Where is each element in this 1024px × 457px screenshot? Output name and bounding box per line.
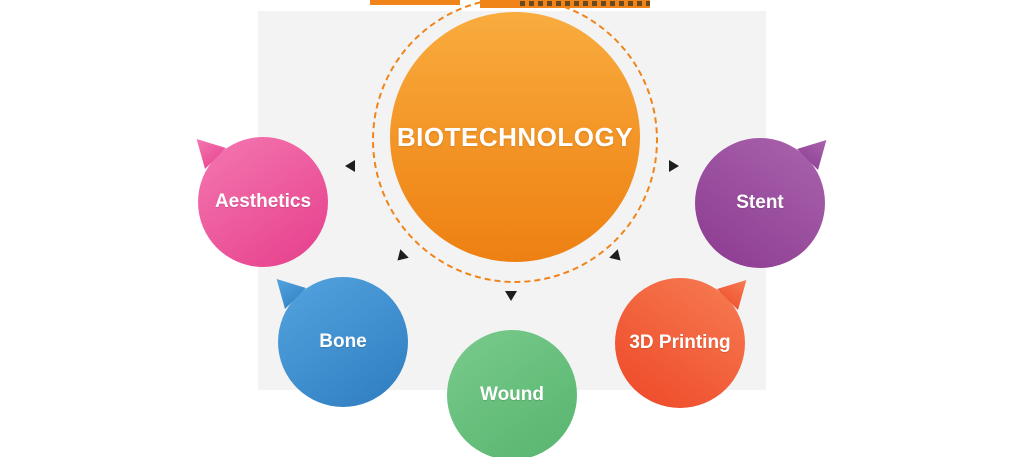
node-label: Aesthetics [214,191,312,212]
node-aesthetics: Aesthetics [196,137,328,267]
arrow-down-icon [505,291,517,301]
arrow-right-icon [669,160,679,172]
node-3d-printing: 3D Printing [615,278,747,408]
dashed-ring [372,0,658,283]
node-tail [797,140,827,170]
node-label: 3D Printing [629,332,731,353]
node-label: Wound [479,384,544,405]
node-wound: Wound [447,330,577,457]
center-node-label: BIOTECHNOLOGY [396,121,634,152]
cropped-header-text-fragment [520,1,650,6]
node-stent: Stent [695,138,827,268]
cropped-header-fragment [370,0,460,5]
node-label: Stent [736,192,784,213]
arrow-left-icon [345,160,355,172]
node-label: Bone [319,331,367,352]
node-tail [196,139,226,169]
node-bone: Bone [276,277,408,407]
center-node: BIOTECHNOLOGY [390,12,640,262]
